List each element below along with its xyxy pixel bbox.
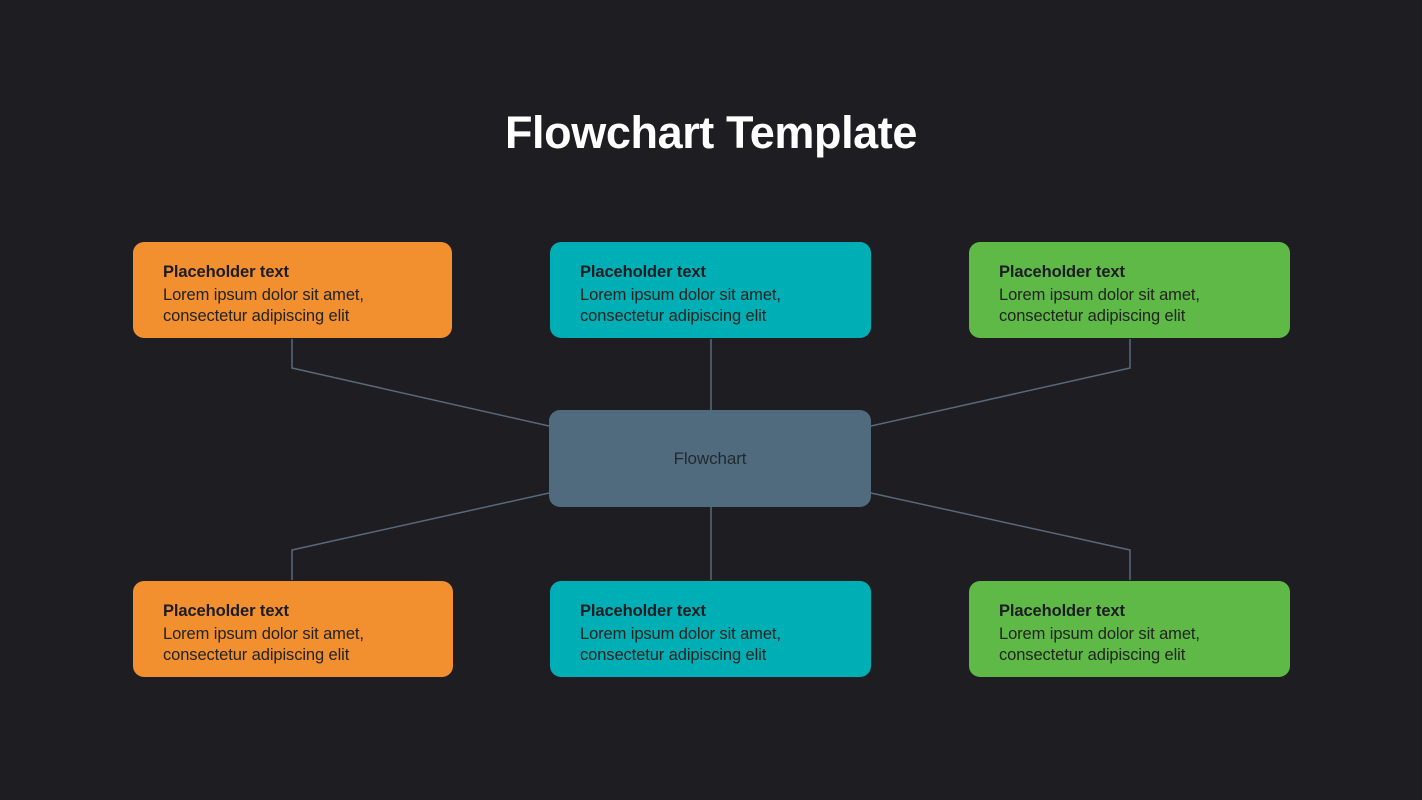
node-card-top-left[interactable]: Placeholder text Lorem ipsum dolor sit a… [133, 242, 452, 338]
connector-bottom-right [870, 492, 1131, 580]
node-body: Lorem ipsum dolor sit amet, consectetur … [999, 286, 1200, 325]
connector-bottom-left [291, 492, 550, 580]
node-title: Placeholder text [163, 602, 289, 620]
node-body: Lorem ipsum dolor sit amet, consectetur … [163, 625, 364, 664]
page-title: Flowchart Template [504, 107, 918, 158]
node-body: Lorem ipsum dolor sit amet, consectetur … [163, 286, 364, 325]
node-title: Placeholder text [580, 602, 706, 620]
node-card-top-center[interactable]: Placeholder text Lorem ipsum dolor sit a… [550, 242, 871, 338]
hub-node[interactable]: Flowchart [549, 410, 871, 507]
node-card-top-right[interactable]: Placeholder text Lorem ipsum dolor sit a… [969, 242, 1290, 338]
node-title: Placeholder text [163, 263, 289, 281]
connector-top-right [870, 339, 1131, 427]
hub-label: Flowchart [673, 448, 747, 468]
node-body: Lorem ipsum dolor sit amet, consectetur … [580, 286, 781, 325]
node-title: Placeholder text [580, 263, 706, 281]
node-card-bottom-right[interactable]: Placeholder text Lorem ipsum dolor sit a… [969, 581, 1290, 677]
node-card-bottom-left[interactable]: Placeholder text Lorem ipsum dolor sit a… [133, 581, 453, 677]
node-body: Lorem ipsum dolor sit amet, consectetur … [999, 625, 1200, 664]
node-title: Placeholder text [999, 602, 1125, 620]
node-body: Lorem ipsum dolor sit amet, consectetur … [580, 625, 781, 664]
connector-top-left [291, 339, 550, 427]
node-card-bottom-center[interactable]: Placeholder text Lorem ipsum dolor sit a… [550, 581, 871, 677]
node-title: Placeholder text [999, 263, 1125, 281]
